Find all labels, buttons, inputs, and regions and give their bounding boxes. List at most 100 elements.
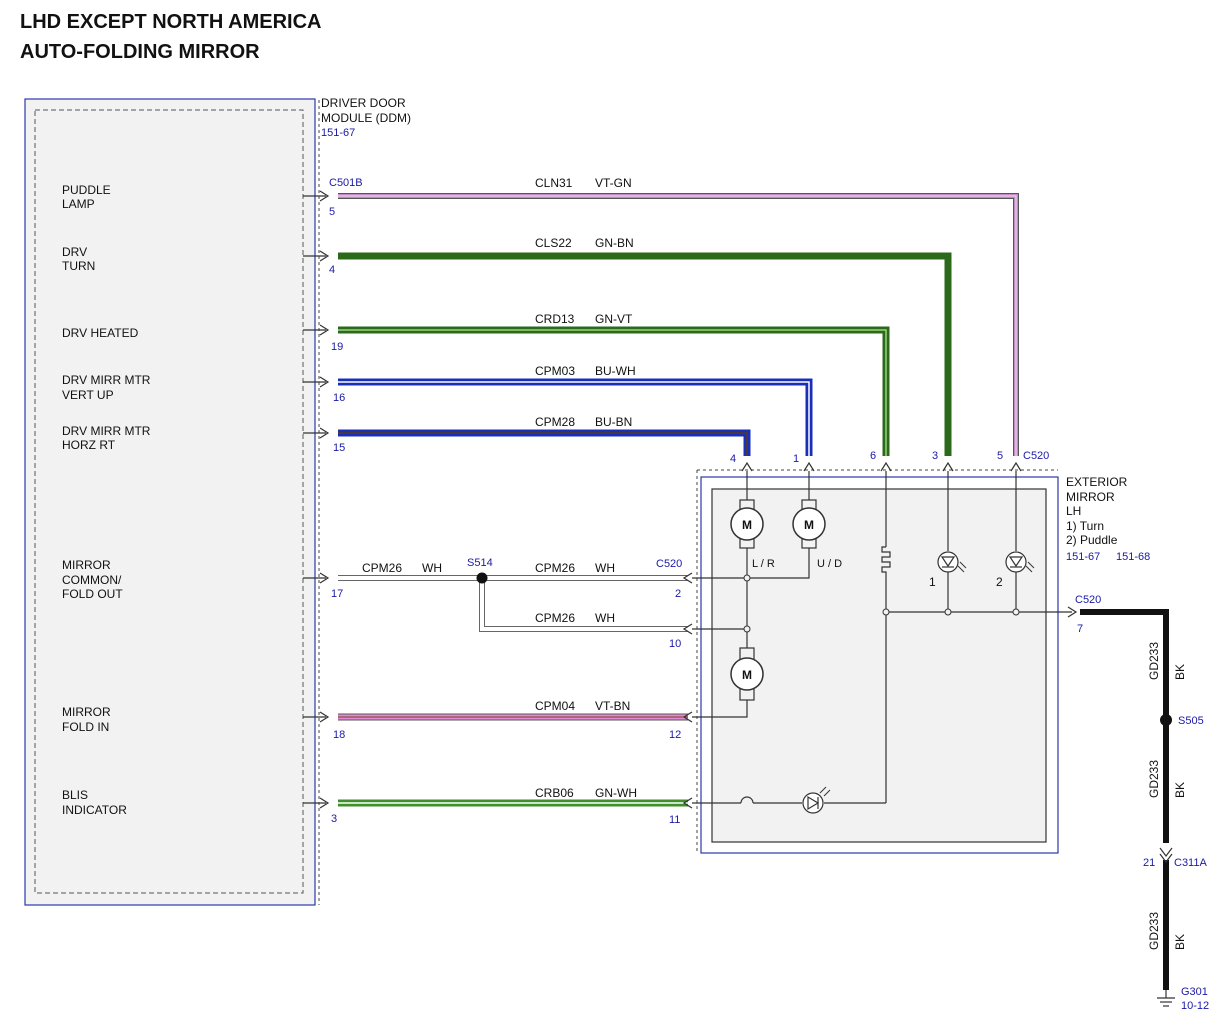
pin-label-mirror-common-3: FOLD OUT xyxy=(62,587,123,601)
ground-symbol-icon xyxy=(1157,990,1175,1007)
ground-wire-color: BK xyxy=(1173,934,1187,950)
circuit-id: CPM26 xyxy=(535,561,575,575)
circuit-labels: CLN31 VT-GN CLS22 GN-BN CRD13 GN-VT CPM0… xyxy=(362,176,637,800)
circuit-color: VT-GN xyxy=(595,176,632,190)
circuit-color: WH xyxy=(595,611,615,625)
lr-motor-icon: M xyxy=(730,499,764,549)
mirror-note-puddle: 2) Puddle xyxy=(1066,533,1118,547)
circuit-id: CRB06 xyxy=(535,786,574,800)
pin-label-blis-2: INDICATOR xyxy=(62,803,127,817)
turn-lamp-number: 1 xyxy=(929,575,936,589)
wire-gd233 xyxy=(1080,609,1169,990)
wire-cls22 xyxy=(338,252,952,456)
ddm-ref: 151-67 xyxy=(321,127,355,139)
pin-label-mirror-common: MIRROR xyxy=(62,558,111,572)
ddm-pin-labels: PUDDLE LAMP DRV TURN DRV HEATED DRV MIRR… xyxy=(62,183,345,825)
circuit-color: WH xyxy=(595,561,615,575)
ground-wire-id: GD233 xyxy=(1147,760,1161,798)
turn-lamp-icon: 1 xyxy=(929,551,967,589)
mirror-side-connector xyxy=(682,572,693,809)
pin-label-fold-in-2: FOLD IN xyxy=(62,720,109,734)
c311a-pin: 21 xyxy=(1143,857,1155,869)
circuit-id: CPM03 xyxy=(535,364,575,378)
splice-s514 xyxy=(476,572,488,584)
ground-point-label: G301 xyxy=(1181,986,1208,998)
ground-point-ref: 10-12 xyxy=(1181,1000,1209,1012)
wire-cpm28 xyxy=(338,429,751,456)
circuit-id: CLS22 xyxy=(535,236,572,250)
mirror-name-line1: EXTERIOR xyxy=(1066,475,1128,489)
ground-connector-label: C520 xyxy=(1075,594,1101,606)
ground-wire-color: BK xyxy=(1173,782,1187,798)
mirror-ref-1: 151-67 xyxy=(1066,551,1100,563)
mirror-note-turn: 1) Turn xyxy=(1066,519,1104,533)
diagram-title-line2: AUTO-FOLDING MIRROR xyxy=(20,41,260,63)
mirror-side-pin-number: 10 xyxy=(669,638,681,650)
motor-label: M xyxy=(742,518,752,532)
ud-motor-icon: M xyxy=(792,499,826,549)
ddm-name-line2: MODULE (DDM) xyxy=(321,111,411,125)
mirror-ground-connector: C520 7 xyxy=(1067,594,1101,635)
circuit-id: CPM28 xyxy=(535,415,575,429)
exterior-mirror-module: EXTERIOR MIRROR LH 1) Turn 2) Puddle 151… xyxy=(696,469,1150,854)
pin-label-puddle-lamp-2: LAMP xyxy=(62,197,95,211)
circuit-id: CLN31 xyxy=(535,176,573,190)
motor-label: M xyxy=(742,668,752,682)
ground-wire-color: BK xyxy=(1173,664,1187,680)
splice-s505 xyxy=(1160,714,1172,726)
pin-label-drv-heated: DRV HEATED xyxy=(62,326,139,340)
diagram-title-line1: LHD EXCEPT NORTH AMERICA xyxy=(20,11,321,33)
blis-led-icon xyxy=(802,786,831,814)
mirror-top-connector-label: C520 xyxy=(1023,450,1049,462)
mirror-top-pin-numbers: 4 1 6 3 5 C520 xyxy=(730,450,1049,465)
pin-label-drv-turn-2: TURN xyxy=(62,259,95,273)
ddm-pin-number: 18 xyxy=(333,729,345,741)
ground-wire-labels: GD233 BK GD233 BK GD233 BK xyxy=(1147,642,1187,950)
ddm-pin-leads xyxy=(303,190,330,809)
puddle-lamp-icon: 2 xyxy=(996,551,1035,589)
ground-pin-number: 7 xyxy=(1077,623,1083,635)
mirror-top-connector xyxy=(741,461,1022,472)
circuit-id: CPM04 xyxy=(535,699,575,713)
ddm-pin-number: 5 xyxy=(329,206,335,218)
circuit-color: GN-VT xyxy=(595,312,633,326)
circuit-color: GN-BN xyxy=(595,236,634,250)
ddm-pin-number: 4 xyxy=(329,264,335,276)
mirror-name-line3: LH xyxy=(1066,504,1081,518)
circuit-id: CPM26 xyxy=(535,611,575,625)
circuit-color: GN-WH xyxy=(595,786,637,800)
ddm-name-line1: DRIVER DOOR xyxy=(321,96,406,110)
c311a-connector xyxy=(1159,847,1173,863)
pin-label-blis: BLIS xyxy=(62,788,88,802)
circuit-color: VT-BN xyxy=(595,699,630,713)
mirror-junctions xyxy=(743,574,1020,633)
ground-wire-id: GD233 xyxy=(1147,642,1161,680)
mirror-pin-number: 4 xyxy=(730,453,736,465)
splice-s505-label: S505 xyxy=(1178,715,1204,727)
pin-label-horz-rt-2: HORZ RT xyxy=(62,438,116,452)
ddm-pin-number: 3 xyxy=(331,813,337,825)
mirror-pin-number: 3 xyxy=(932,450,938,462)
mirror-pin-number: 1 xyxy=(793,453,799,465)
pin-label-vert-up-2: VERT UP xyxy=(62,388,114,402)
driver-door-module: DRIVER DOOR MODULE (DDM) 151-67 C501B xyxy=(24,96,411,906)
mirror-ref-2: 151-68 xyxy=(1116,551,1150,563)
ud-label: U / D xyxy=(817,558,842,570)
ddm-pin-number: 16 xyxy=(333,392,345,404)
puddle-lamp-number: 2 xyxy=(996,575,1003,589)
circuit-color: BU-WH xyxy=(595,364,636,378)
pin-label-puddle-lamp: PUDDLE xyxy=(62,183,111,197)
ground-wire-id: GD233 xyxy=(1147,912,1161,950)
fold-motor-icon: M xyxy=(730,647,764,701)
wire-cln31 xyxy=(338,193,1019,456)
circuit-color: BU-BN xyxy=(595,415,632,429)
mirror-side-connector-label: C520 xyxy=(656,558,682,570)
circuit-color: WH xyxy=(422,561,442,575)
mirror-side-pin-number: 12 xyxy=(669,729,681,741)
heater-icon xyxy=(881,546,891,577)
c311a-label: C311A xyxy=(1174,857,1207,869)
wire-cpm03 xyxy=(338,378,813,456)
ddm-pin-number: 19 xyxy=(331,341,343,353)
wire-crd13 xyxy=(338,326,890,456)
